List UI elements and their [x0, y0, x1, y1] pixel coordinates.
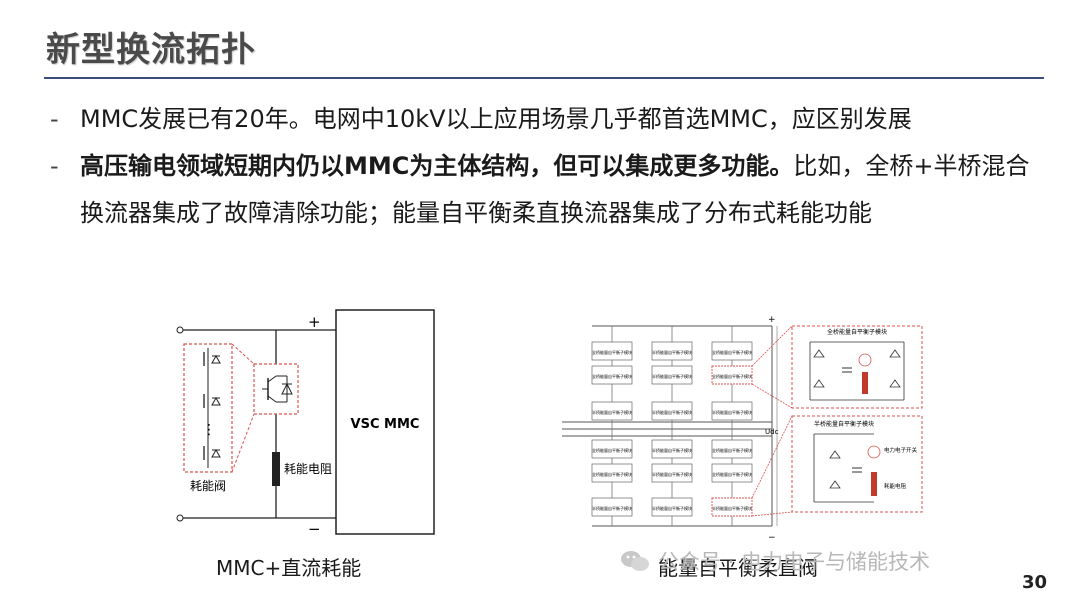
valve-igbt-2	[203, 394, 221, 408]
svg-text:半桥能量自平衡子模块: 半桥能量自平衡子模块	[652, 349, 692, 355]
wechat-icon	[620, 549, 650, 573]
bullet-bold-text: 高压输电领域短期内仍以MMC为主体结构，但可以集成更多功能。	[80, 152, 794, 180]
svg-text:电力电子开关: 电力电子开关	[884, 446, 918, 454]
plus-sign: +	[308, 313, 321, 331]
right-circuit-diagram: 全桥能量自平衡子模块 全桥能量自平衡子模块 半桥能量自平衡子模块 全桥能量自平衡…	[562, 315, 923, 543]
right-minus: −	[768, 533, 776, 543]
full-bridge-detail: 全桥能量自平衡子模块	[791, 325, 923, 409]
vsc-mmc-label: VSC MMC	[351, 417, 420, 432]
valve-igbt-3	[203, 446, 221, 460]
bullet-dash: -	[50, 105, 59, 133]
svg-text:全桥能量自平衡子模块: 全桥能量自平衡子模块	[712, 471, 752, 477]
svg-text:半桥能量自平衡子模块: 半桥能量自平衡子模块	[814, 420, 874, 428]
svg-text:全桥能量自平衡子模块: 全桥能量自平衡子模块	[712, 447, 752, 453]
watermark: 公众号 · 电力电子与储能技术	[620, 546, 930, 576]
right-plus: +	[768, 315, 776, 325]
svg-text:全桥能量自平衡子模块: 全桥能量自平衡子模块	[712, 349, 752, 355]
bullet-item-1: - MMC发展已有20年。电网中10kV以上应用场景几乎都首选MMC，应区别发展	[48, 96, 1048, 143]
svg-text:半桥能量自平衡子模块: 半桥能量自平衡子模块	[652, 471, 692, 477]
minus-sign: −	[308, 520, 321, 538]
bullet-dash: -	[50, 152, 59, 180]
resistor-label: 耗能电阻	[284, 462, 332, 476]
svg-text:半桥能量自平衡子模块: 半桥能量自平衡子模块	[652, 373, 692, 379]
svg-text:半桥能量自平衡子模块: 半桥能量自平衡子模块	[652, 409, 692, 415]
watermark-text: 公众号 · 电力电子与储能技术	[658, 550, 931, 574]
left-circuit-diagram: VSC MMC + − 耗能电阻 ⋮ 耗能阀	[176, 309, 435, 538]
title-underline	[44, 77, 1044, 79]
svg-text:全桥能量自平衡子模块: 全桥能量自平衡子模块	[827, 328, 887, 336]
half-bridge-detail: 半桥能量自平衡子模块 电力电子开关 耗能电阻	[791, 415, 923, 513]
svg-text:全桥能量自平衡子模块: 全桥能量自平衡子模块	[712, 373, 752, 379]
right-diagram-caption: 能量自平衡柔直阀	[658, 556, 818, 580]
valve-igbt-1	[203, 352, 221, 366]
svg-text:全桥能量自平衡子模块: 全桥能量自平衡子模块	[592, 471, 632, 477]
svg-text:全桥能量自平衡子模块: 全桥能量自平衡子模块	[592, 373, 632, 379]
bullet-text: MMC发展已有20年。电网中10kV以上应用场景几乎都首选MMC，应区别发展	[80, 105, 912, 133]
module-col-3: 全桥能量自平衡子模块 全桥能量自平衡子模块 半桥能量自平衡子模块 全桥能量自平衡…	[711, 341, 753, 517]
svg-text:全桥能量自平衡子模块: 全桥能量自平衡子模块	[592, 349, 632, 355]
svg-text:半桥能量自平衡子模块: 半桥能量自平衡子模块	[652, 447, 692, 453]
svg-text:半桥能量自平衡子模块: 半桥能量自平衡子模块	[712, 505, 752, 511]
module-col-2: 半桥能量自平衡子模块 半桥能量自平衡子模块 半桥能量自平衡子模块 半桥能量自平衡…	[651, 341, 693, 517]
svg-text:半桥能量自平衡子模块: 半桥能量自平衡子模块	[592, 409, 632, 415]
bullet-item-2: - 高压输电领域短期内仍以MMC为主体结构，但可以集成更多功能。比如，全桥+半桥…	[48, 143, 1048, 237]
svg-text:耗能电阻: 耗能电阻	[884, 482, 907, 490]
valve-label: 耗能阀	[190, 479, 226, 493]
svg-text:半桥能量自平衡子模块: 半桥能量自平衡子模块	[712, 409, 752, 415]
udc-label: Udc	[765, 428, 779, 436]
valve-dots: ⋮	[202, 422, 216, 438]
bullet-list: - MMC发展已有20年。电网中10kV以上应用场景几乎都首选MMC，应区别发展…	[48, 96, 1048, 237]
bullet-text: 比如，全桥+半桥混合换流器集成了故障清除功能；能量自平衡柔直换流器集成了分布式耗…	[80, 152, 1030, 227]
svg-text:全桥能量自平衡子模块: 全桥能量自平衡子模块	[592, 447, 632, 453]
module-col-1: 全桥能量自平衡子模块 全桥能量自平衡子模块 半桥能量自平衡子模块 全桥能量自平衡…	[591, 341, 633, 517]
svg-text:半桥能量自平衡子模块: 半桥能量自平衡子模块	[592, 505, 632, 511]
page-number: 30	[1022, 572, 1048, 593]
left-diagram-caption: MMC+直流耗能	[216, 556, 362, 580]
svg-text:半桥能量自平衡子模块: 半桥能量自平衡子模块	[652, 505, 692, 511]
slide-title: 新型换流拓扑	[46, 30, 256, 70]
